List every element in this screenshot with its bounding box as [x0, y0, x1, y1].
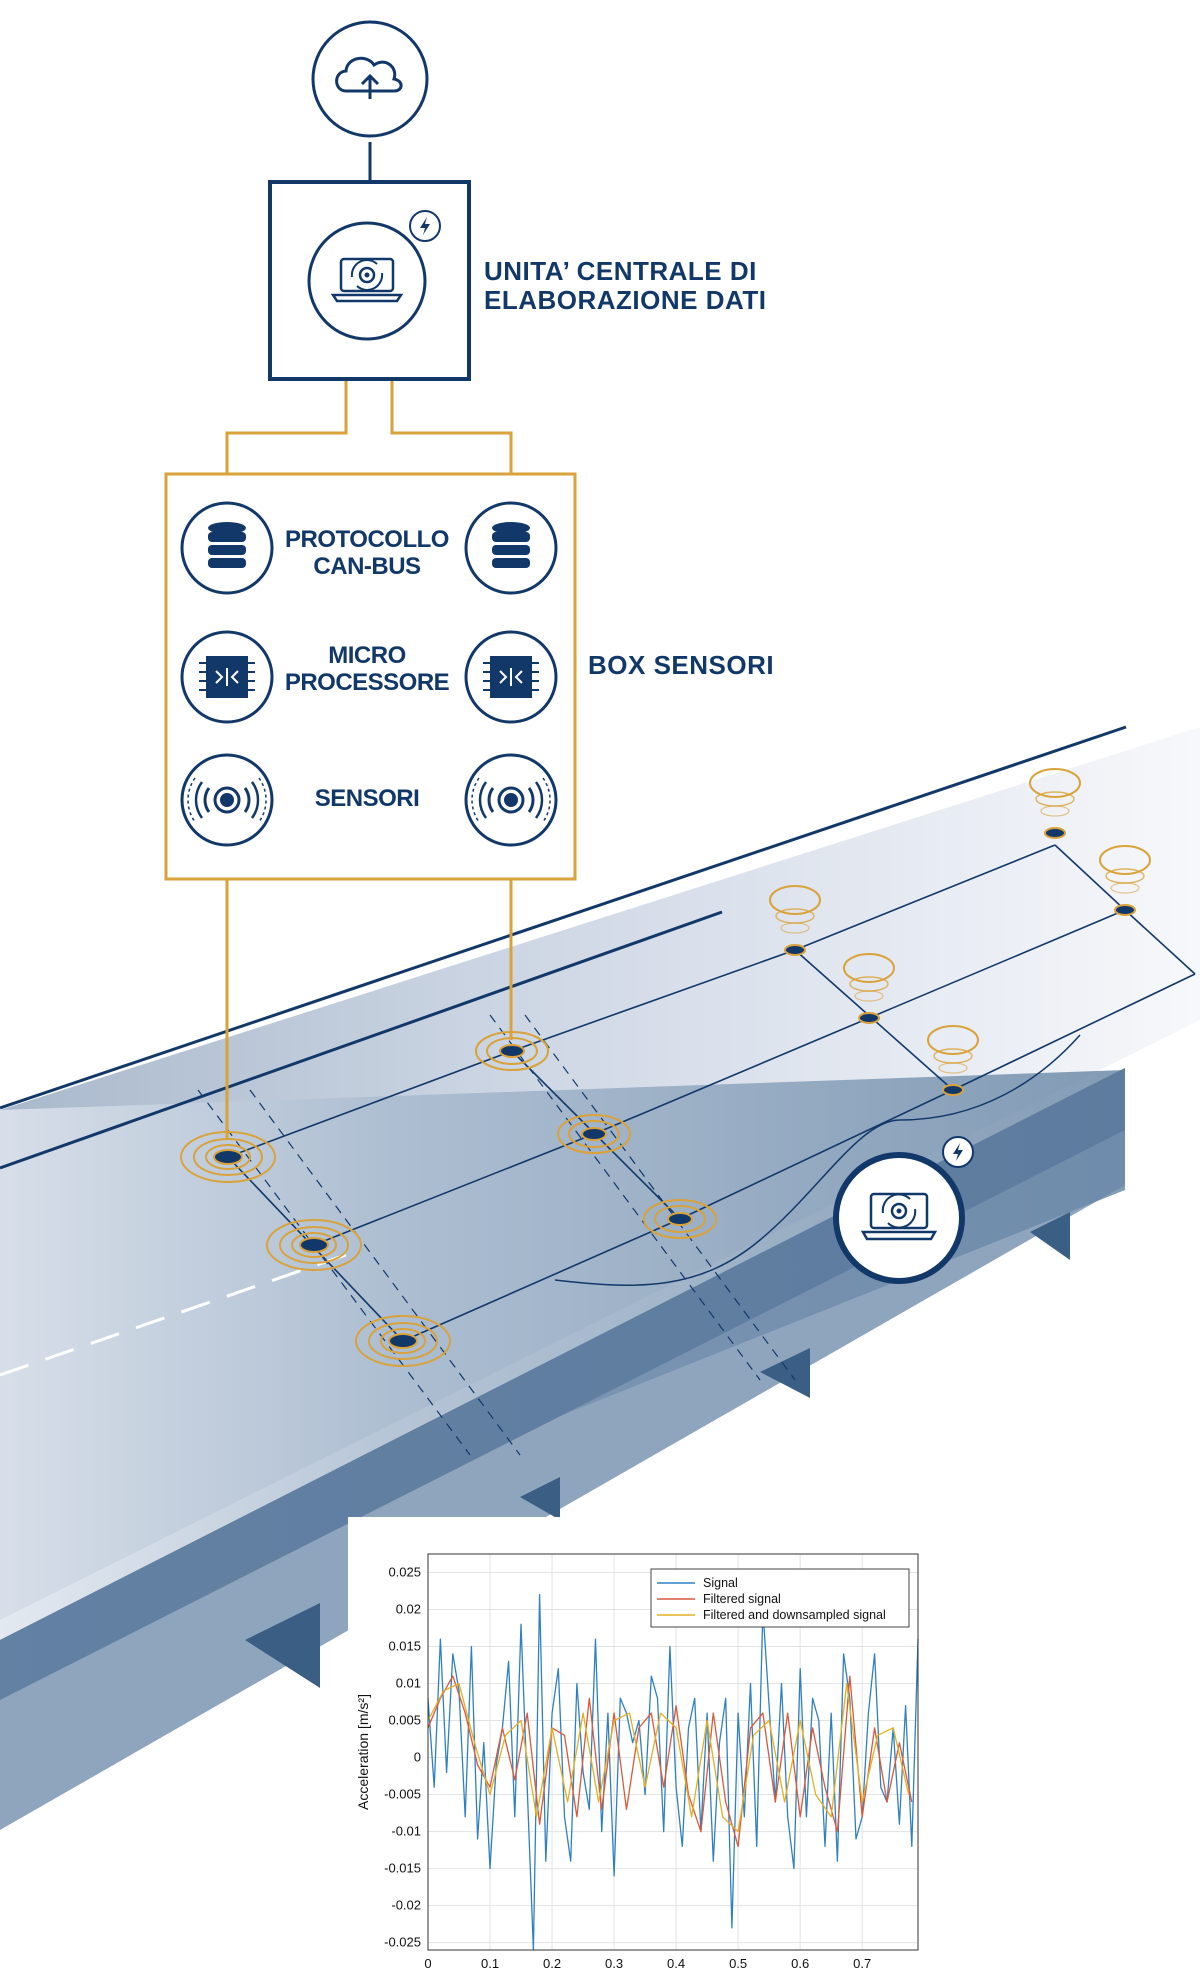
sensor-dashed-guides	[197, 1014, 796, 1456]
support-beam-2	[520, 1477, 560, 1520]
lightning-icon	[409, 210, 441, 242]
acceleration-chart: 0 0.1 0.2 0.3 0.4 0.5 0.6 0.7 0.025 0.02 0.015 0.01…	[348, 1517, 1000, 1978]
legend-box	[650, 1568, 910, 1628]
sensor-grid-cross-4	[1054, 844, 1126, 911]
y-tick-label: 0.02	[396, 1602, 421, 1617]
microprocessor-label-line-1: MICRO	[328, 642, 406, 669]
legend-label-1: Signal	[703, 1576, 738, 1590]
sensor-box	[164, 472, 577, 881]
y-tick-label: -0.02	[391, 1898, 421, 1913]
series-line-2	[427, 1675, 913, 1848]
series-line-1	[427, 1594, 919, 1951]
central-unit-label-line-1: UNITA’ CENTRALE DI	[484, 256, 757, 286]
protocol-label-line-2: CAN-BUS	[313, 552, 421, 580]
protocol-label: PROTOCOLLO CAN-BUS	[272, 526, 462, 581]
microchip-icon	[180, 630, 274, 724]
x-tick-label: 0.1	[481, 1956, 499, 1971]
central-unit	[268, 180, 471, 381]
central-unit-label-line-2: ELABORAZIONE DATI	[484, 285, 767, 316]
road-lane-line	[0, 910, 723, 1170]
box-sensori-label: BOX SENSORI	[588, 650, 775, 680]
x-tick-label: 0.4	[667, 1956, 685, 1971]
protocol-label-line-1: PROTOCOLLO	[285, 526, 449, 553]
x-tick-label: 0.3	[605, 1956, 623, 1971]
sensor-node	[557, 1114, 631, 1154]
x-tick-label: 0.2	[543, 1956, 561, 1971]
series-line-3	[427, 1682, 910, 1833]
sensor-cable	[554, 1034, 1081, 1286]
gold-connector-left	[225, 380, 348, 474]
sensor-node-emitting	[1099, 845, 1151, 916]
microprocessor-label: MICRO PROCESSORE	[272, 642, 462, 697]
y-tick-label: -0.01	[391, 1824, 421, 1839]
lightning-icon	[942, 1136, 974, 1168]
laptop-gear-icon	[307, 221, 427, 341]
sensor-node-emitting	[927, 1025, 979, 1096]
sensor-node	[355, 1315, 451, 1367]
gold-connector-right	[390, 380, 513, 474]
support-beam-1	[245, 1603, 320, 1688]
sensor-node-emitting	[769, 885, 821, 956]
sensor-grid-cross-5	[1124, 909, 1196, 975]
x-tick-label: 0.5	[729, 1956, 747, 1971]
sensor-node	[266, 1219, 362, 1271]
database-icon	[180, 501, 274, 595]
sensors-label: SENSORI	[314, 785, 420, 812]
road-far-edge-line	[0, 725, 1127, 1110]
plot-frame	[427, 1553, 919, 1951]
sensor-node-emitting	[1029, 768, 1081, 839]
sensor-node-emitting	[843, 953, 895, 1024]
microchip-icon	[464, 630, 558, 724]
sensor-wave-icon	[464, 753, 558, 847]
cloud-upload-icon	[311, 20, 429, 138]
database-icon	[464, 501, 558, 595]
sensor-grid-line-2	[313, 909, 1126, 1246]
x-tick-label: 0.6	[791, 1956, 809, 1971]
acceleration-chart-svg: 0 0.1 0.2 0.3 0.4 0.5 0.6 0.7 0.025 0.02 0.015 0.01…	[355, 1553, 919, 1978]
x-tick-label: 0	[424, 1956, 431, 1971]
y-tick-label: -0.005	[384, 1787, 421, 1802]
y-tick-label: 0.01	[396, 1676, 421, 1691]
sensor-grid-line-3	[402, 973, 1196, 1342]
sensor-wave-icon	[180, 753, 274, 847]
y-tick-label: 0.015	[388, 1639, 421, 1654]
y-tick-label: -0.015	[384, 1861, 421, 1876]
y-tick-label: 0	[414, 1750, 421, 1765]
support-beam-4	[1030, 1212, 1070, 1260]
legend-label-3: Filtered and downsampled signal	[703, 1608, 886, 1622]
sensor-node	[180, 1131, 276, 1183]
laptop-gear-icon	[833, 1152, 965, 1284]
roadside-processing-unit	[833, 1136, 974, 1284]
y-tick-label: 0.025	[388, 1565, 421, 1580]
road	[0, 725, 1200, 1830]
sensor-node	[643, 1199, 717, 1239]
legend-label-2: Filtered signal	[703, 1592, 781, 1606]
y-axis-label: Acceleration [m/s²]	[355, 1694, 371, 1810]
support-beam-3	[760, 1348, 810, 1398]
y-tick-label: -0.025	[384, 1935, 421, 1950]
y-tick-label: 0.005	[388, 1713, 421, 1728]
x-tick-label: 0.7	[853, 1956, 871, 1971]
central-unit-label: UNITA’ CENTRALE DI ELABORAZIONE DATI	[484, 256, 767, 316]
microprocessor-label-line-2: PROCESSORE	[284, 668, 450, 696]
x-axis-label: Time [s]	[648, 1975, 697, 1978]
sensor-grid-line-1	[227, 844, 1056, 1158]
road-center-dash	[0, 1248, 361, 1377]
pavement-sensors	[180, 768, 1151, 1367]
